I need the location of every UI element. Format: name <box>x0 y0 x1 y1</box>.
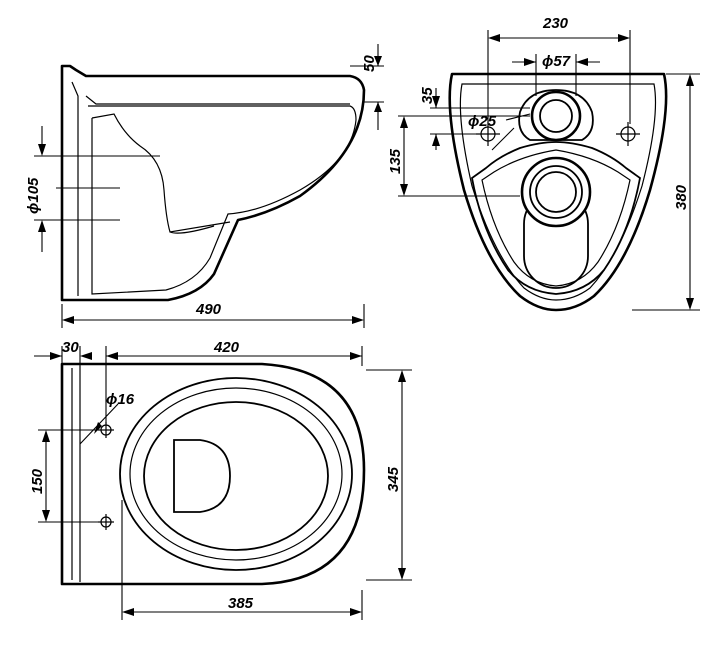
inlet-boss <box>518 89 594 141</box>
inlet-ring-inner <box>539 99 573 133</box>
fixing-depth-label: 420 <box>213 339 240 356</box>
rim-outer <box>119 377 353 571</box>
inlet-offset-label: 35 <box>419 87 436 104</box>
side-view-bowl-line <box>85 95 350 105</box>
outlet-diameter-dimension: ϕ57 <box>512 53 600 96</box>
rim-inner <box>129 387 343 561</box>
outlet-ring-mid <box>529 165 583 219</box>
bowl-opening <box>143 401 329 551</box>
rear-view-inner-outline <box>459 83 657 301</box>
bolt-spacing-label: 230 <box>542 15 569 32</box>
flush-diameter-label: ϕ105 <box>25 177 42 214</box>
height-dimension: 380 <box>632 73 700 311</box>
fixing-hole-label: ϕ16 <box>106 391 135 408</box>
top-view-outline <box>60 362 366 586</box>
side-view: ϕ105 50 <box>25 44 384 302</box>
side-view-trap <box>91 113 231 234</box>
inlet-diameter-label: ϕ25 <box>468 113 497 130</box>
rim-to-front-label: 385 <box>228 595 254 612</box>
outlet-ring-inner <box>535 171 577 213</box>
rear-view-flange <box>471 141 641 295</box>
rear-view-left-dims: 35 ϕ25 135 <box>387 87 531 197</box>
width-label: 345 <box>385 466 402 492</box>
fixing-spacing-label: 150 <box>29 468 46 494</box>
rear-offset-label: 30 <box>62 339 79 356</box>
side-view-body <box>60 64 366 302</box>
rim-depth-dimension: 385 <box>121 500 363 620</box>
outlet-height-label: 135 <box>387 148 404 174</box>
fixing-spacing-dimension: 150 ϕ16 <box>29 391 135 523</box>
depth-dimension: 490 <box>61 301 365 328</box>
bolt-spacing-dimension: 230 <box>487 15 631 124</box>
top-view-horizontal-dims: 30 420 <box>34 339 363 424</box>
top-view <box>60 362 366 586</box>
side-view-inner-contour <box>71 81 357 296</box>
outlet-ring-outer <box>520 156 592 228</box>
depth-total-label: 490 <box>195 301 222 318</box>
water-outlet-d <box>173 439 231 513</box>
height-back-label: 380 <box>673 184 690 210</box>
inlet-ring-outer <box>530 90 582 142</box>
outlet-diameter-label: ϕ57 <box>542 53 571 70</box>
top-thickness-label: 50 <box>361 55 378 72</box>
rear-view <box>448 72 668 312</box>
width-dimension: 345 <box>366 369 412 581</box>
